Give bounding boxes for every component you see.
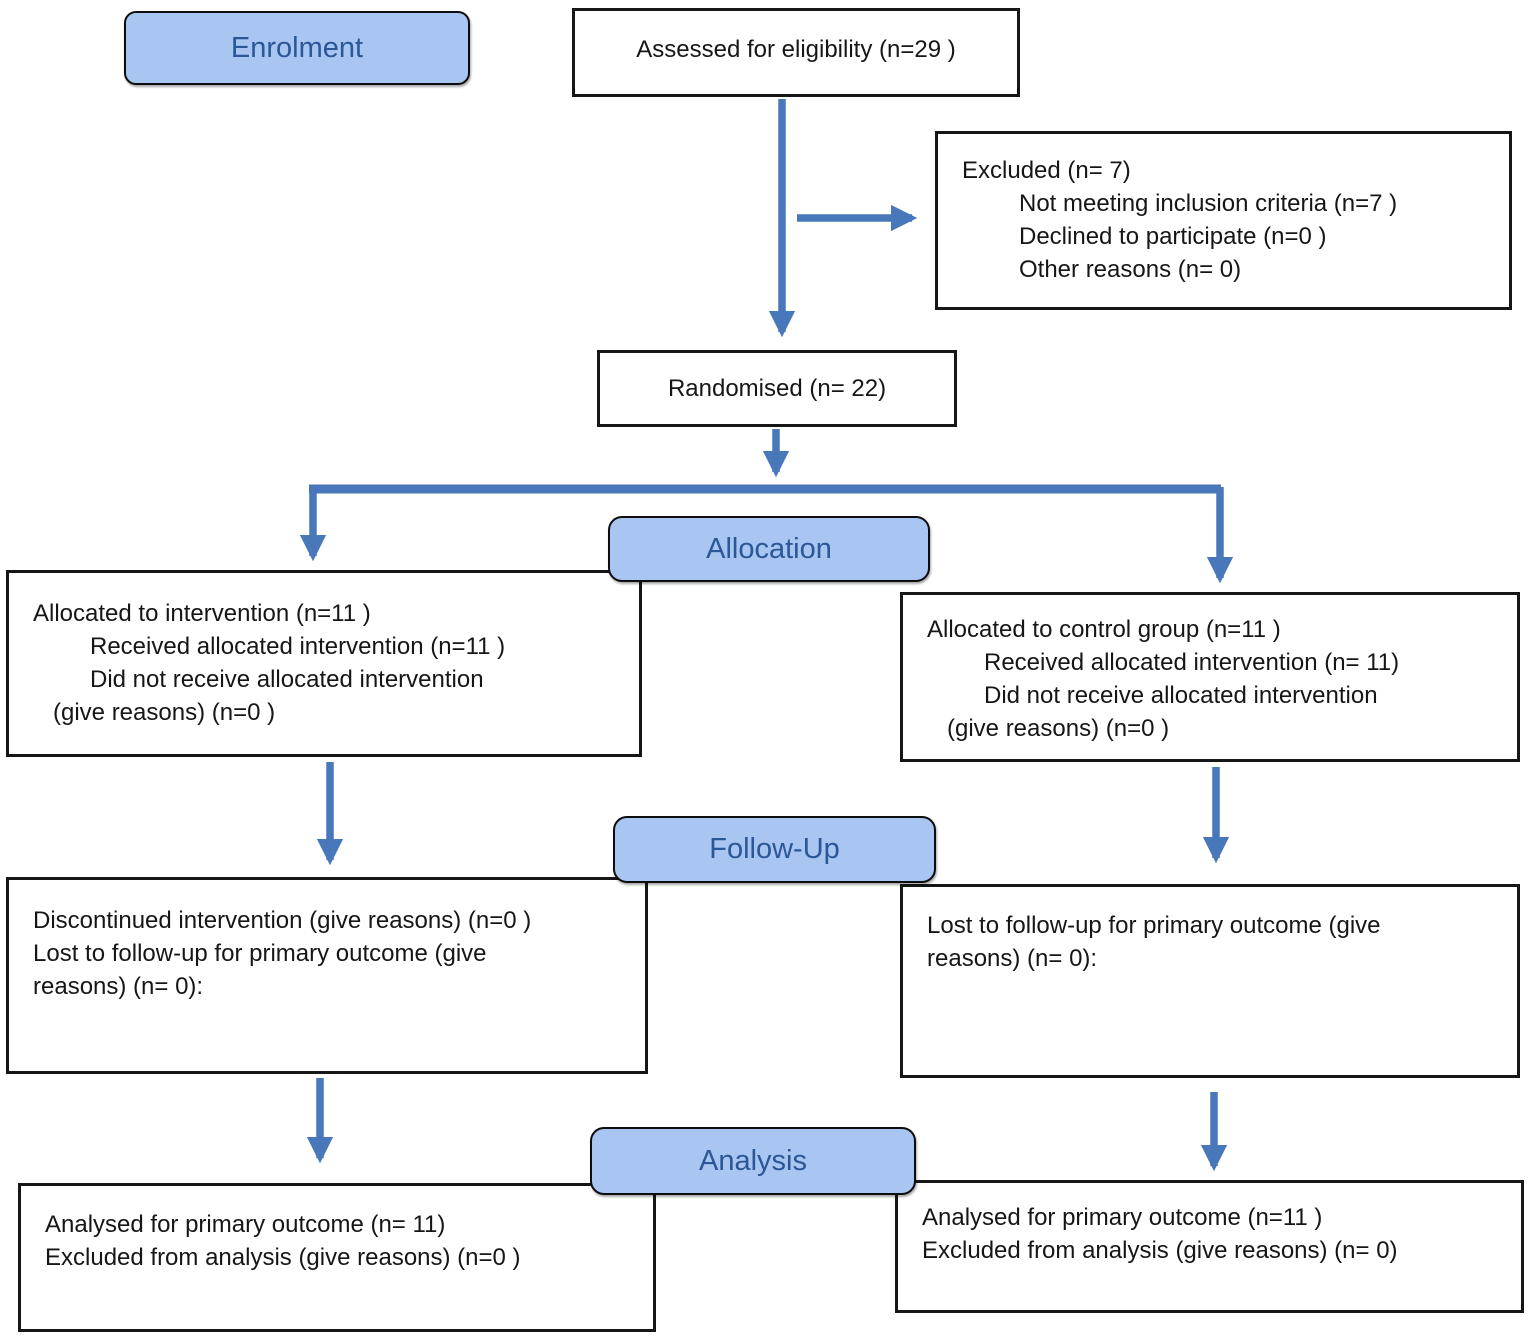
allocation-stage-label: Allocation [608, 516, 930, 582]
text-line: Other reasons (n= 0) [1019, 256, 1242, 283]
text-line: Analysed for primary outcome (n= 11) [45, 1211, 446, 1238]
text-line: Excluded from analysis (give reasons) (n… [45, 1244, 521, 1271]
text-line: Received allocated intervention (n= 11) [984, 649, 1400, 676]
enrolment-stage-text: Enrolment [230, 31, 364, 64]
text-line: Randomised (n= 22) [667, 375, 887, 402]
text-line: Analysed for primary outcome (n=11 ) [922, 1204, 1323, 1231]
followup-stage-text: Follow-Up [709, 833, 840, 865]
text-line: Excluded from analysis (give reasons) (n… [922, 1237, 1398, 1264]
excluded-box: Excluded (n= 7) Not meeting inclusion cri… [935, 131, 1512, 310]
allocation-control-box: Allocated to control group (n=11 ) Receiv… [900, 592, 1520, 762]
followup-control-box: Lost to follow-up for primary outcome (g… [900, 884, 1520, 1078]
analysis-stage-text: Analysis [699, 1144, 807, 1177]
text-line: (give reasons) (n=0 ) [53, 699, 276, 726]
analysis-stage-label: Analysis [590, 1127, 916, 1195]
text-line: Received allocated intervention (n=11 ) [90, 633, 506, 660]
text-line: Did not receive allocated intervention [984, 682, 1378, 709]
followup-intervention-box: Discontinued intervention (give reasons)… [6, 877, 648, 1074]
text-line: reasons) (n= 0): [927, 945, 1098, 972]
analysis-intervention-box: Analysed for primary outcome (n= 11) Excl… [18, 1183, 656, 1332]
text-line: Allocated to intervention (n=11 ) [33, 600, 371, 627]
allocation-stage-text: Allocation [706, 532, 832, 565]
text-line: Did not receive allocated intervention [90, 666, 484, 693]
randomised-box: Randomised (n= 22) [597, 350, 957, 427]
text-line: Declined to participate (n=0 ) [1019, 223, 1327, 250]
allocation-intervention-box: Allocated to intervention (n=11 ) Receive… [6, 570, 642, 757]
assessed-eligibility-box: Assessed for eligibility (n=29 ) [572, 8, 1020, 97]
text-line: Not meeting inclusion criteria (n=7 ) [1019, 190, 1398, 217]
text-line: (give reasons) (n=0 ) [947, 715, 1170, 742]
text-line: Excluded (n= 7) [962, 157, 1131, 184]
text-line: Assessed for eligibility (n=29 ) [636, 36, 956, 63]
text-line: Discontinued intervention (give reasons)… [33, 907, 532, 934]
enrolment-stage-label: Enrolment [124, 11, 470, 85]
text-line: Lost to follow-up for primary outcome (g… [33, 940, 487, 967]
text-line: Allocated to control group (n=11 ) [927, 616, 1281, 643]
analysis-control-box: Analysed for primary outcome (n=11 ) Excl… [895, 1180, 1524, 1313]
followup-stage-label: Follow-Up [613, 816, 936, 883]
text-line: Lost to follow-up for primary outcome (g… [927, 912, 1381, 939]
text-line: reasons) (n= 0): [33, 973, 204, 1000]
